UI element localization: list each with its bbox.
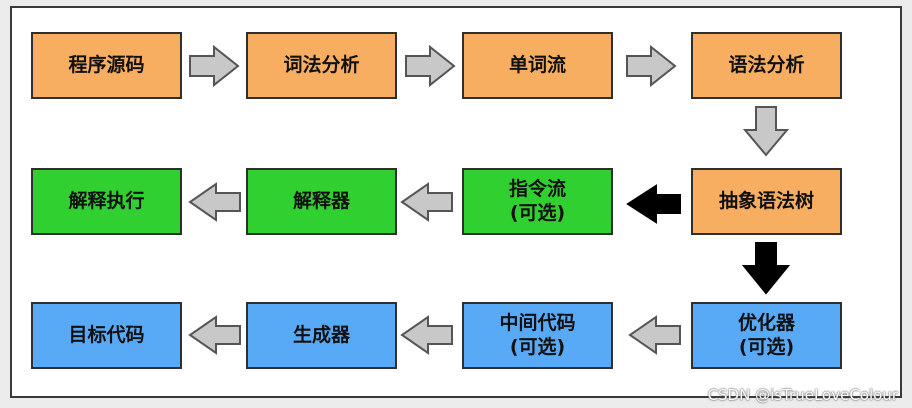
arrow-left-icon	[188, 315, 241, 355]
arrow-left-icon	[400, 182, 453, 222]
node-intermediate-code: 中间代码 (可选)	[462, 302, 613, 369]
node-source-code: 程序源码	[31, 32, 182, 99]
node-syntax-analysis: 语法分析	[691, 32, 842, 99]
node-token-stream: 单词流	[462, 32, 613, 99]
node-optimizer: 优化器 (可选)	[691, 302, 842, 369]
arrow-left-icon	[188, 182, 241, 222]
node-interpret-execute: 解释执行	[31, 168, 182, 235]
node-lexical-analysis: 词法分析	[246, 32, 397, 99]
arrow-right-icon	[626, 44, 677, 88]
arrow-down-black-icon	[741, 242, 791, 295]
arrow-right-icon	[189, 44, 240, 88]
node-target-code: 目标代码	[31, 302, 182, 369]
node-generator: 生成器	[246, 302, 397, 369]
node-abstract-syntax-tree: 抽象语法树	[691, 168, 842, 235]
arrow-right-icon	[405, 44, 456, 88]
arrow-left-icon	[628, 315, 681, 355]
node-interpreter: 解释器	[246, 168, 397, 235]
watermark: CSDN @isTrueLoveColour	[707, 386, 898, 404]
arrow-down-icon	[742, 106, 790, 157]
arrow-left-icon	[400, 315, 453, 355]
node-instruction-stream: 指令流 (可选)	[462, 168, 613, 235]
arrow-left-black-icon	[626, 184, 681, 224]
